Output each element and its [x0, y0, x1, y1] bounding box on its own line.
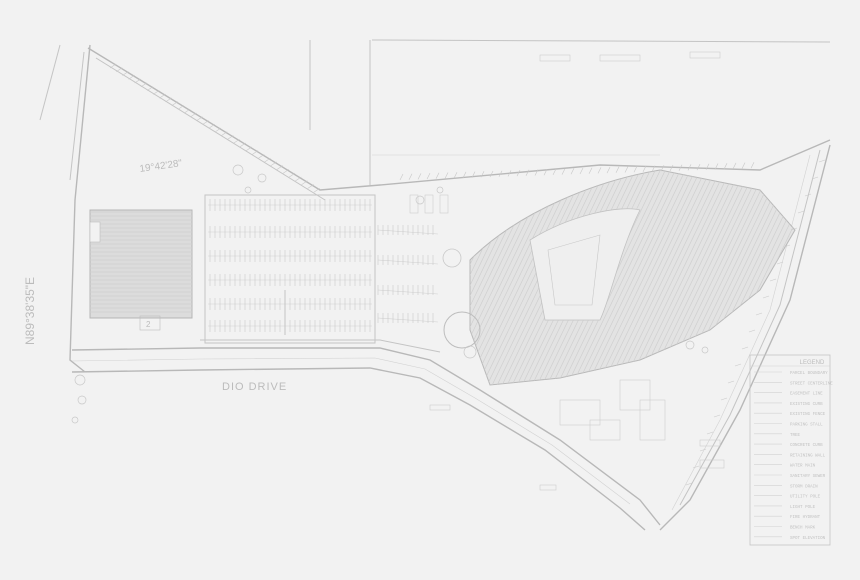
- legend-item: LIGHT POLE: [790, 506, 816, 510]
- legend-item: UTILITY POLE: [790, 496, 821, 500]
- legend-item: CONCRETE CURB: [790, 444, 823, 448]
- legend-item: PARCEL BOUNDARY: [790, 372, 828, 376]
- legend-item: WATER MAIN: [790, 465, 816, 469]
- legend-item: SPOT ELEVATION: [790, 537, 826, 541]
- legend-item: STORM DRAIN: [790, 485, 818, 489]
- legend-item: TREE: [790, 434, 801, 438]
- legend-item: SANITARY SEWER: [790, 475, 826, 479]
- legend-box: LEGEND PARCEL BOUNDARY STREET CENTERLINE E…: [749, 354, 833, 546]
- large-structure: [442, 169, 796, 386]
- building-footprint: [89, 209, 193, 331]
- legend-item: BENCH MARK: [790, 527, 816, 531]
- legend-item: RETAINING WALL: [790, 454, 826, 458]
- legend-item: EXISTING CURB: [790, 403, 823, 407]
- legend-item: EXISTING FENCE: [790, 413, 826, 417]
- legend-item: STREET CENTERLINE: [790, 382, 833, 386]
- legend-title: LEGEND: [800, 360, 825, 366]
- north-road-markings: [109, 63, 755, 193]
- parking-strip-east: [377, 225, 439, 323]
- street-label: DIO DRIVE: [222, 381, 287, 393]
- parking-lot: [204, 194, 376, 344]
- legend-item: FIRE HYDRANT: [790, 516, 821, 520]
- legend-item: EASEMENT LINE: [790, 393, 823, 397]
- legend-item: PARKING STALL: [790, 424, 823, 428]
- site-details: [71, 51, 826, 491]
- angle-label: 19°42'28": [139, 158, 183, 175]
- bearing-label: N89°38'35"E: [23, 277, 37, 345]
- lot-number: 2: [146, 320, 151, 329]
- dio-drive-road: [71, 339, 661, 531]
